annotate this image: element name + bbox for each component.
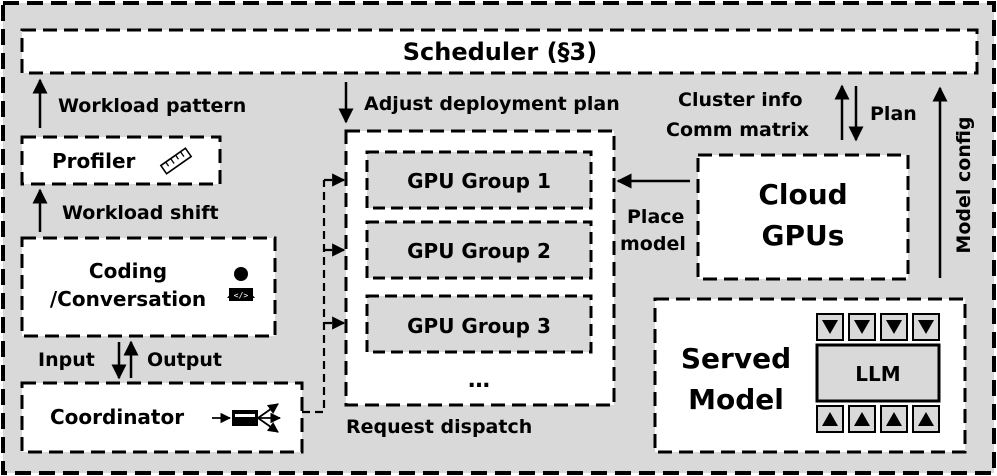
served-line1: Served bbox=[681, 342, 791, 375]
gpu-group-2: GPU Group 2 bbox=[365, 220, 593, 280]
request-dispatch-connector bbox=[302, 173, 346, 414]
cloud-line1: Cloud bbox=[758, 178, 847, 211]
served-line2: Model bbox=[688, 383, 784, 416]
cloud-line2: GPUs bbox=[762, 219, 845, 252]
llm-diagram: LLM bbox=[815, 313, 941, 433]
adjust-plan-label: Adjust deployment plan bbox=[364, 93, 620, 115]
place-label: Place bbox=[627, 206, 684, 228]
llm-label: LLM bbox=[855, 362, 900, 386]
gpu-more-ellipsis: … bbox=[468, 368, 490, 393]
request-dispatch-label: Request dispatch bbox=[346, 416, 532, 438]
llm-top-slots bbox=[816, 313, 940, 341]
workload-box: Coding /Conversation </> bbox=[20, 236, 277, 338]
gpu-group-label: GPU Group 1 bbox=[407, 169, 551, 193]
user-laptop-icon: </> bbox=[227, 267, 255, 301]
workload-line1: Coding bbox=[89, 259, 167, 283]
workload-line2: /Conversation bbox=[50, 287, 206, 311]
profiler-box: Profiler bbox=[20, 135, 222, 186]
input-label: Input bbox=[38, 349, 95, 371]
ruler-icon bbox=[159, 147, 193, 175]
svg-text:</>: </> bbox=[234, 291, 249, 300]
coordinator-label: Coordinator bbox=[50, 405, 184, 429]
scheduler-title: Scheduler (§3) bbox=[403, 38, 597, 66]
coordinator-box: Coordinator bbox=[20, 381, 304, 454]
profiler-label: Profiler bbox=[52, 149, 136, 173]
dispatch-router-icon bbox=[212, 403, 282, 433]
gpu-group-label: GPU Group 2 bbox=[407, 239, 551, 263]
gpu-group-3: GPU Group 3 bbox=[365, 294, 593, 354]
model-config-label: Model config bbox=[953, 116, 975, 253]
workload-pattern-label: Workload pattern bbox=[58, 95, 246, 117]
gpu-group-1: GPU Group 1 bbox=[365, 150, 593, 210]
workload-shift-label: Workload shift bbox=[62, 202, 219, 224]
comm-matrix-label: Comm matrix bbox=[666, 119, 809, 141]
model-label: model bbox=[620, 233, 686, 255]
plan-label: Plan bbox=[870, 103, 917, 125]
gpu-group-label: GPU Group 3 bbox=[407, 314, 551, 338]
cluster-info-label: Cluster info bbox=[678, 89, 803, 111]
llm-bottom-slots bbox=[816, 405, 940, 433]
scheduler-box: Scheduler (§3) bbox=[20, 28, 979, 75]
cloud-gpus-box: Cloud GPUs bbox=[696, 153, 910, 281]
output-label: Output bbox=[147, 349, 222, 371]
